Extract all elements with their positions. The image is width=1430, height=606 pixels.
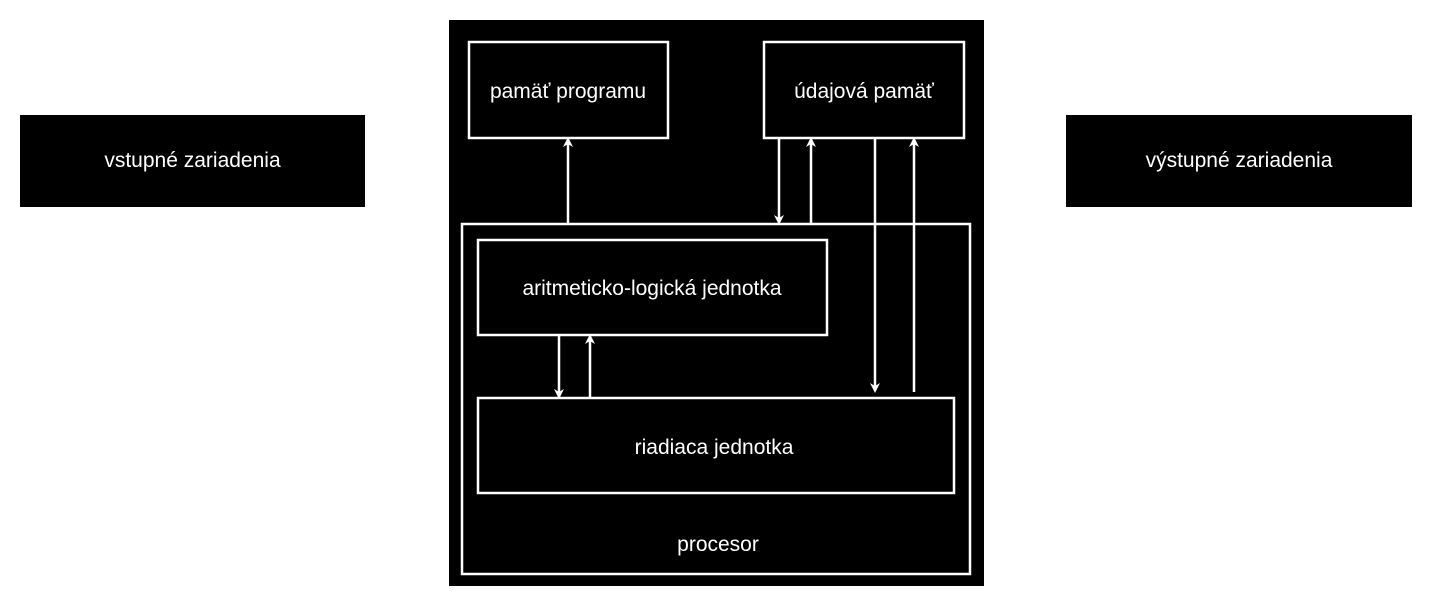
processor-label: procesor: [677, 533, 759, 556]
alu-label: aritmeticko-logická jednotka: [522, 277, 781, 300]
output-devices-label: výstupné zariadenia: [1145, 149, 1333, 172]
control-unit-label: riadiaca jednotka: [635, 436, 794, 459]
output-devices-box: výstupné zariadenia: [1066, 115, 1412, 207]
input-devices-label: vstupné zariadenia: [104, 149, 281, 172]
alu-box: [476, 238, 829, 337]
program-memory-label: pamäť programu: [490, 80, 646, 103]
control-unit-box: [476, 396, 956, 495]
data-memory-label: údajová pamäť: [794, 80, 935, 103]
processor-box: [460, 222, 972, 576]
central-panel: [449, 20, 984, 586]
data-memory-box: [762, 40, 966, 140]
input-devices-box: vstupné zariadenia: [20, 115, 365, 207]
